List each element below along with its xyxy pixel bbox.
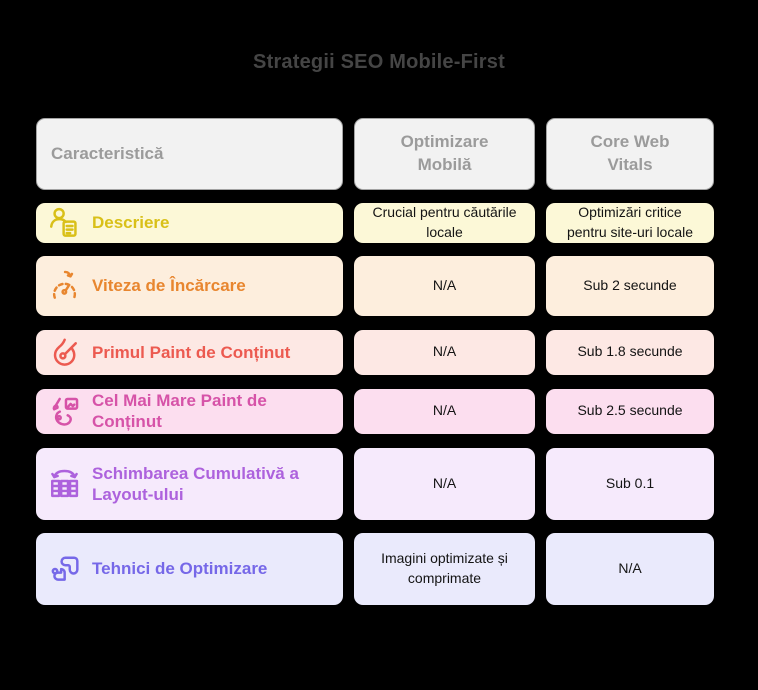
feature-label: Viteza de Încărcare bbox=[92, 276, 246, 296]
value-cell-core-web-vitals: Sub 2.5 secunde bbox=[546, 388, 714, 434]
page-title: Strategii SEO Mobile-First bbox=[253, 51, 505, 73]
value-cell-optimizare-mobila: N/A bbox=[354, 447, 535, 520]
feature-cell: Cel Mai Mare Paint de Conținut bbox=[36, 388, 343, 434]
paint-image-icon bbox=[45, 394, 83, 429]
column-header-core-web-vitals: Core Web Vitals bbox=[546, 118, 714, 190]
feature-cell: Schimbarea Cumulativă a Layout-ului bbox=[36, 447, 343, 520]
feature-cell: Primul Paint de Conținut bbox=[36, 329, 343, 375]
feature-cell: Viteza de Încărcare bbox=[36, 255, 343, 316]
value-cell-optimizare-mobila: Imagini optimizate și comprimate bbox=[354, 532, 535, 605]
table-row: Descriere Crucial pentru căutările locale… bbox=[36, 203, 714, 243]
speedometer-icon bbox=[45, 268, 83, 303]
person-document-icon bbox=[45, 205, 83, 240]
flame-icon bbox=[45, 335, 83, 370]
table-body: Descriere Crucial pentru căutările locale… bbox=[36, 203, 714, 605]
value-cell-optimizare-mobila: Crucial pentru căutările locale bbox=[354, 203, 535, 243]
feature-cell: Tehnici de Optimizare bbox=[36, 532, 343, 605]
seo-strategies-table: Caracteristică Optimizare Mobilă Core We… bbox=[36, 118, 714, 617]
feature-label: Descriere bbox=[92, 213, 170, 233]
value-cell-core-web-vitals: Sub 1.8 secunde bbox=[546, 329, 714, 375]
value-cell-core-web-vitals: Optimizări critice pentru site-uri local… bbox=[546, 203, 714, 243]
feature-label: Primul Paint de Conținut bbox=[92, 342, 291, 362]
feature-label: Cel Mai Mare Paint de Conținut bbox=[92, 391, 267, 432]
table-header-row: Caracteristică Optimizare Mobilă Core We… bbox=[36, 118, 714, 190]
column-header-optimizare-mobila: Optimizare Mobilă bbox=[354, 118, 535, 190]
value-cell-optimizare-mobila: N/A bbox=[354, 388, 535, 434]
table-row: Tehnici de Optimizare Imagini optimizate … bbox=[36, 532, 714, 605]
feature-label: Schimbarea Cumulativă a Layout-ului bbox=[92, 463, 299, 504]
column-header-caracteristica: Caracteristică bbox=[36, 118, 343, 190]
value-cell-core-web-vitals: Sub 2 secunde bbox=[546, 255, 714, 316]
value-cell-optimizare-mobila: N/A bbox=[354, 255, 535, 316]
value-cell-core-web-vitals: Sub 0.1 bbox=[546, 447, 714, 520]
flow-arrows-icon bbox=[45, 551, 83, 586]
layout-shift-icon bbox=[45, 466, 83, 501]
feature-label: Tehnici de Optimizare bbox=[92, 559, 268, 579]
value-cell-core-web-vitals: N/A bbox=[546, 532, 714, 605]
feature-cell: Descriere bbox=[36, 203, 343, 243]
value-cell-optimizare-mobila: N/A bbox=[354, 329, 535, 375]
